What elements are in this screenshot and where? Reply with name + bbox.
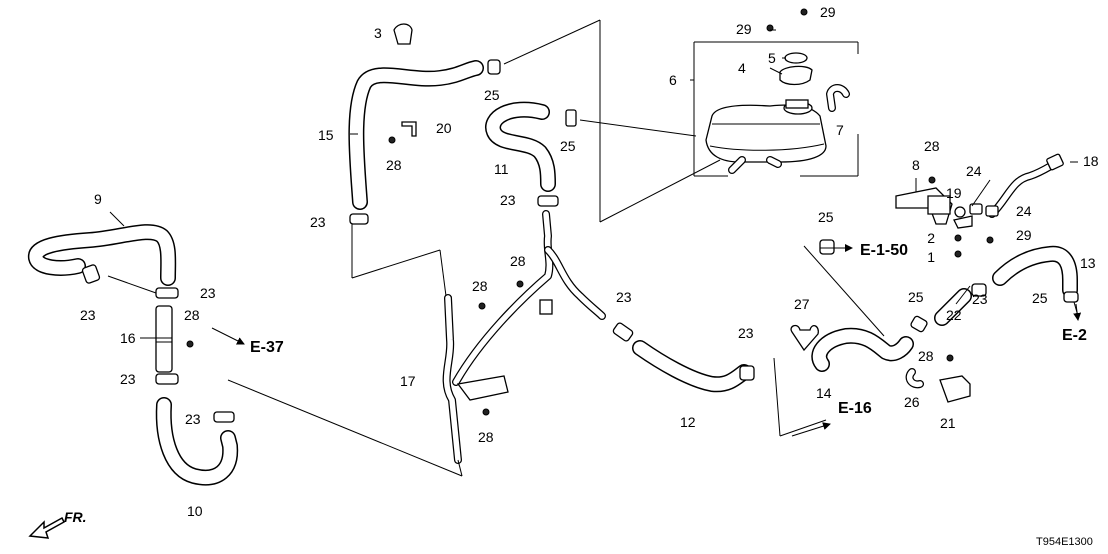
- callout-23a: 23: [200, 285, 216, 301]
- callout-29b: 29: [820, 4, 836, 20]
- ref-e-2[interactable]: E-2: [1062, 327, 1087, 344]
- bracket-21: [939, 375, 971, 403]
- hose-10: [155, 397, 239, 486]
- callout-13: 13: [1080, 255, 1096, 271]
- callout-28a: 28: [184, 307, 200, 323]
- hose-14: [811, 327, 914, 372]
- reserve-tank: [705, 99, 827, 174]
- hose-18: [988, 153, 1064, 218]
- callout-3: 3: [374, 25, 382, 41]
- callout-23i: 23: [972, 291, 988, 307]
- callout-22: 22: [946, 307, 962, 323]
- hose-9: [28, 224, 177, 286]
- hose-clip-7: [826, 84, 850, 112]
- callout-labels: 1 2 3 4 5 6 7 8 9 10 11 12 13 14 15 16 1…: [80, 4, 1099, 519]
- front-direction-label: FR.: [64, 509, 87, 525]
- callout-15: 15: [318, 127, 334, 143]
- hose-22: [934, 288, 972, 326]
- reference-arrows: [211, 244, 1082, 437]
- callout-21: 21: [940, 415, 956, 431]
- callout-23b: 23: [80, 307, 96, 323]
- callout-26: 26: [904, 394, 920, 410]
- front-direction-icon: [28, 516, 65, 539]
- callout-28f: 28: [924, 138, 940, 154]
- callout-28g: 28: [918, 348, 934, 364]
- callout-5: 5: [768, 50, 776, 66]
- callout-4: 4: [738, 60, 746, 76]
- callout-9: 9: [94, 191, 102, 207]
- callout-28b: 28: [386, 157, 402, 173]
- water-pipe-17: [442, 210, 606, 464]
- joint-pipe-16: [155, 305, 173, 373]
- hose-15: [348, 60, 484, 210]
- callout-1: 1: [927, 249, 935, 265]
- callout-27: 27: [794, 296, 810, 312]
- leader-lines: [107, 19, 1079, 477]
- drawing-code: T954E1300: [1036, 536, 1093, 548]
- callout-2: 2: [927, 230, 935, 246]
- callout-14: 14: [816, 385, 832, 401]
- callout-25a: 25: [484, 87, 500, 103]
- callout-19: 19: [946, 185, 962, 201]
- callout-25c: 25: [818, 209, 834, 225]
- callout-20: 20: [436, 120, 452, 136]
- callout-23h: 23: [738, 325, 754, 341]
- callout-25e: 25: [1032, 290, 1048, 306]
- callout-11: 11: [494, 161, 509, 177]
- callout-10: 10: [187, 503, 203, 519]
- callout-16: 16: [120, 330, 136, 346]
- callout-23g: 23: [616, 289, 632, 305]
- bolts: [186, 8, 994, 416]
- callout-17: 17: [400, 373, 416, 389]
- reference-labels: E-1-50 E-37 E-16 E-2: [250, 242, 1087, 417]
- callout-24a: 24: [966, 163, 982, 179]
- clamps: [81, 23, 1079, 423]
- callout-29a: 29: [736, 21, 752, 37]
- callout-23c: 23: [120, 371, 136, 387]
- bracket-20: [401, 121, 417, 137]
- callout-23e: 23: [310, 214, 326, 230]
- callout-18: 18: [1083, 153, 1099, 169]
- callout-28d: 28: [510, 253, 526, 269]
- hose-12: [632, 340, 752, 393]
- callout-24b: 24: [1016, 203, 1032, 219]
- bracket-8: [895, 187, 953, 225]
- ref-e-37[interactable]: E-37: [250, 339, 284, 356]
- callout-7: 7: [836, 122, 844, 138]
- callout-29c: 29: [1016, 227, 1032, 243]
- callout-25d: 25: [908, 289, 924, 305]
- clip-19: [953, 206, 973, 229]
- callout-25b: 25: [560, 138, 576, 154]
- callout-6: 6: [669, 72, 677, 88]
- ref-e-16[interactable]: E-16: [838, 400, 872, 417]
- tank-cap: [779, 52, 813, 86]
- callout-23d: 23: [185, 411, 201, 427]
- hose-11: [485, 101, 556, 192]
- callout-12: 12: [680, 414, 696, 430]
- clip-26: [905, 368, 924, 389]
- callout-28c: 28: [472, 278, 488, 294]
- callout-8: 8: [912, 157, 920, 173]
- callout-28e: 28: [478, 429, 494, 445]
- ref-e-1-50[interactable]: E-1-50: [860, 242, 908, 259]
- callout-23f: 23: [500, 192, 516, 208]
- hose-13: [992, 245, 1078, 298]
